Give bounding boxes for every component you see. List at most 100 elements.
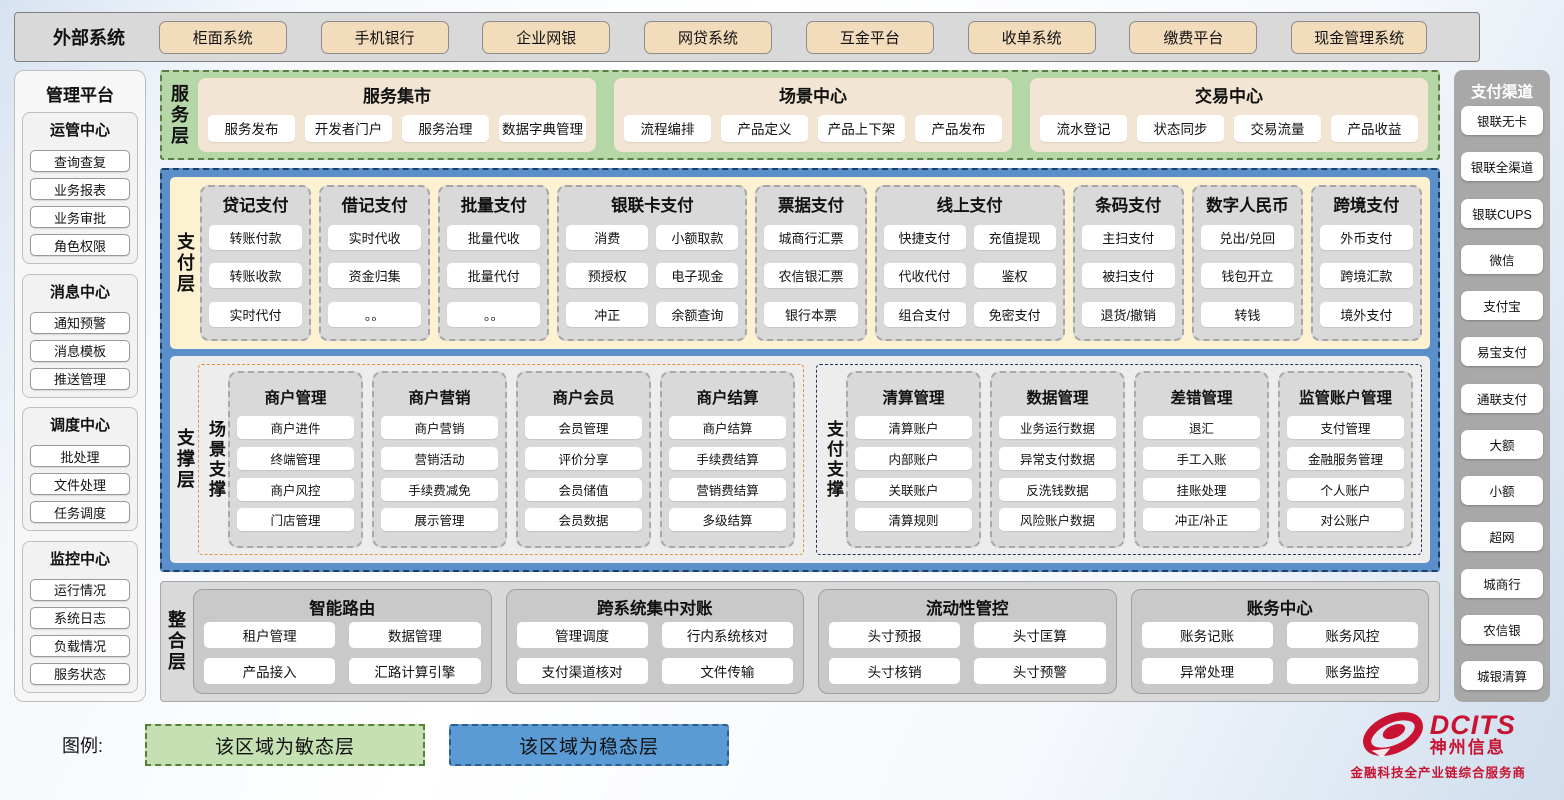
payment-item-box: 转账付款 [209,224,303,250]
management-item-box: 负载情况 [30,634,130,657]
payment-item-box: 农信银汇票 [764,263,858,288]
service-item-box: 状态同步 [1137,114,1224,142]
payment-column-items: 实时代收资金归集。。 [328,218,422,333]
support-item-box: 多级结算 [669,508,786,532]
support-item-box: 手续费结算 [669,446,786,470]
payment-item-box: 银行本票 [764,301,858,327]
payment-item-box: 代收代付 [883,263,966,288]
payment-channel-box: 城银清算 [1461,661,1543,690]
payment-layer-label: 支付层 [175,231,195,295]
integration-item-box: 支付渠道核对 [516,658,648,684]
support-groups: 场景支撑商户管理商户进件终端管理商户风控门店管理商户营销商户营销营销活动手续费减… [198,364,1422,555]
payment-item-box: 冲正 [566,301,649,327]
integration-group-items: 租户管理数据管理产品接入汇路计算引擎 [204,622,481,685]
stable-layer-container: 支付层 贷记支付转账付款转账收款实时代付借记支付实时代收资金归集。。批量支付批量… [160,168,1440,572]
payment-item-box: 预授权 [566,263,649,288]
payment-column-title: 银联卡支付 [611,197,694,215]
external-system-box: 网贷系统 [644,20,773,54]
integration-item-box: 文件传输 [661,658,793,684]
support-column: 清算管理清算账户内部账户关联账户清算规则 [846,371,981,548]
payment-item-box: 外币支付 [1319,224,1413,250]
payment-channel-box: 农信银 [1461,614,1543,644]
payment-column-items: 外币支付跨境汇款境外支付 [1319,218,1413,333]
payment-item-box: 跨境汇款 [1319,263,1413,288]
payment-column-title: 条码支付 [1095,197,1162,215]
logo-top: DCITS 神州信息 [1361,709,1516,759]
management-group: 监控中心运行情况系统日志负载情况服务状态 [22,540,138,693]
support-group-columns: 清算管理清算账户内部账户关联账户清算规则数据管理业务运行数据异常支付数据反洗钱数… [846,371,1413,548]
management-platform-sidebar: 管理平台 运管中心查询查复业务报表业务审批角色权限消息中心通知预警消息模板推送管… [14,70,146,702]
payment-item-box: 城商行汇票 [764,224,858,250]
integration-group: 智能路由租户管理数据管理产品接入汇路计算引擎 [193,589,492,694]
external-system-box: 柜面系统 [158,20,287,54]
payment-column-items: 消费小额取款预授权电子现金冲正余额查询 [566,218,739,333]
payment-item-box: 余额查询 [656,301,739,327]
support-item-box: 退汇 [1143,416,1260,440]
payment-item-box: 退货/撤销 [1081,301,1175,327]
management-group-title: 调度中心 [49,417,110,435]
payment-item-box: 鉴权 [973,263,1056,288]
payment-channel-box: 银联无卡 [1461,106,1543,135]
management-item-box: 任务调度 [30,501,130,524]
support-column-title: 商户会员 [552,389,615,407]
support-group-label: 支付支撑 [824,419,843,500]
support-item-box: 对公账户 [1287,508,1404,532]
support-group: 场景支撑商户管理商户进件终端管理商户风控门店管理商户营销商户营销营销活动手续费减… [198,364,804,555]
service-item-box: 服务治理 [402,114,489,142]
payment-item-box: 电子现金 [656,263,739,288]
integration-item-box: 头寸匡算 [974,622,1106,648]
payment-item-box: 小额取款 [656,224,739,250]
payment-item-box: 消费 [566,224,649,250]
payment-item-box: 转钱 [1200,301,1294,327]
support-item-box: 门店管理 [237,508,354,532]
payment-channel-box: 通联支付 [1461,383,1543,413]
payment-item-box: 境外支付 [1319,301,1413,327]
payment-channel-box: 银联全渠道 [1461,152,1543,182]
external-system-box: 现金管理系统 [1291,20,1428,54]
support-column-title: 商户管理 [264,389,327,407]
payment-column-items: 兑出/兑回钱包开立转钱 [1200,218,1294,333]
support-item-box: 清算规则 [855,508,972,532]
management-item-box: 服务状态 [30,662,130,685]
service-item-box: 数据字典管理 [499,114,586,142]
support-layer: 支撑层 场景支撑商户管理商户进件终端管理商户风控门店管理商户营销商户营销营销活动… [170,356,1430,563]
payment-column-title: 跨境支付 [1333,197,1400,215]
support-item-box: 异常支付数据 [999,446,1116,470]
support-item-box: 个人账户 [1287,477,1404,501]
integration-item-box: 账务监控 [1286,658,1418,684]
integration-group-items: 管理调度行内系统核对支付渠道核对文件传输 [516,622,793,685]
external-system-box: 收单系统 [967,20,1096,54]
external-systems-list: 柜面系统手机银行企业网银网贷系统互金平台收单系统缴费平台现金管理系统 [125,20,1461,54]
support-column: 数据管理业务运行数据异常支付数据反洗钱数据风险账户数据 [990,371,1125,548]
service-item-box: 开发者门户 [305,114,392,142]
support-column: 商户结算商户结算手续费结算营销费结算多级结算 [660,371,795,548]
support-item-box: 金融服务管理 [1287,446,1404,470]
legend-label: 图例: [62,736,104,756]
integration-item-box: 管理调度 [516,622,648,648]
payment-column: 批量支付批量代收批量代付。。 [438,185,550,341]
payment-channel-box: 支付宝 [1461,291,1543,320]
legend-agile-box: 该区域为敏态层 [145,724,426,766]
support-item-box: 商户结算 [669,416,786,440]
external-system-box: 企业网银 [482,20,611,54]
support-item-box: 会员管理 [525,416,642,440]
external-system-box: 互金平台 [805,20,934,54]
payment-columns: 贷记支付转账付款转账收款实时代付借记支付实时代收资金归集。。批量支付批量代收批量… [200,185,1422,341]
management-item-box: 消息模板 [30,339,130,362]
integration-item-box: 异常处理 [1141,658,1273,684]
payment-column-items: 转账付款转账收款实时代付 [209,218,303,333]
management-group-title: 消息中心 [49,283,110,301]
support-item-box: 营销费结算 [669,477,786,501]
support-item-box: 业务运行数据 [999,416,1116,440]
support-item-box: 商户营销 [381,416,498,440]
management-item-box: 运行情况 [30,578,130,601]
payment-channel-box: 银联CUPS [1461,198,1543,228]
payment-column: 贷记支付转账付款转账收款实时代付 [200,185,312,341]
support-item-box: 手续费减免 [381,477,498,501]
payment-item-box: 组合支付 [883,301,966,327]
support-item-box: 风险账户数据 [999,508,1116,532]
payment-item-box: 快捷支付 [883,224,966,250]
integration-item-box: 账务记账 [1141,622,1273,648]
